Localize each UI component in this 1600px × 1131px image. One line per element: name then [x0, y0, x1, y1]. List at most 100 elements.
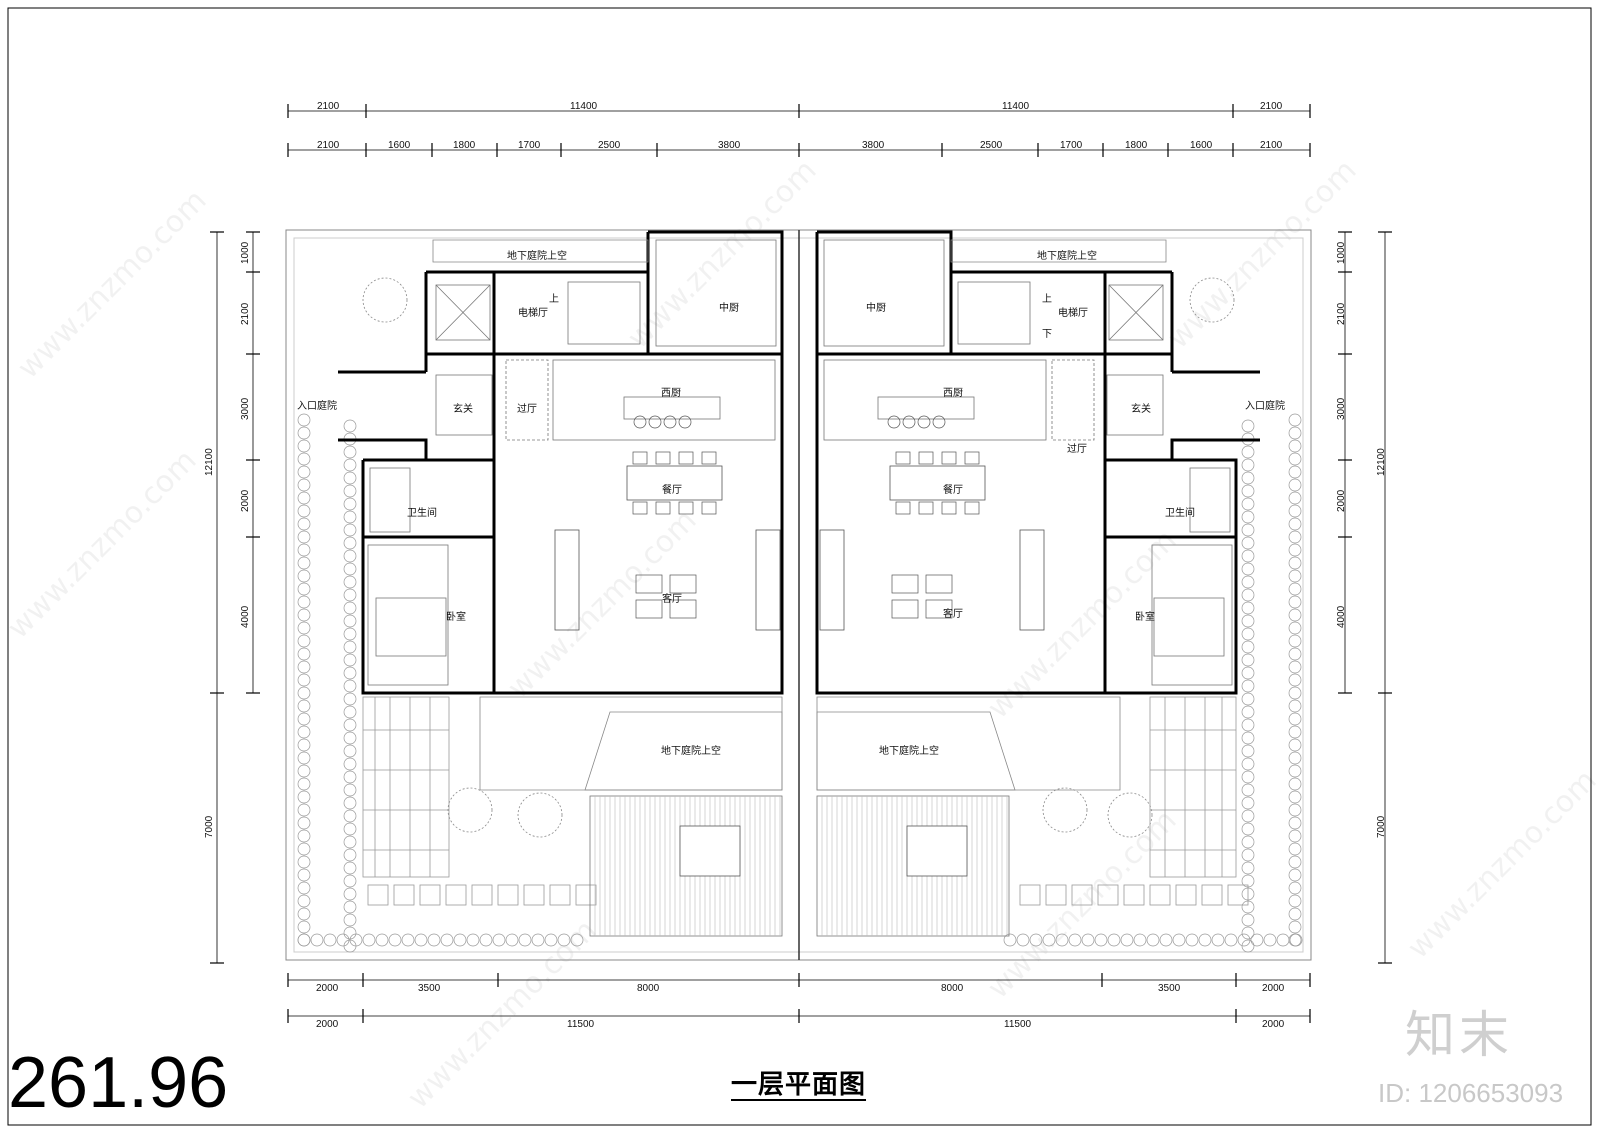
dim-top2-4: 1700 — [518, 140, 541, 151]
shrub — [297, 465, 311, 479]
shrub — [1224, 933, 1238, 947]
label-corridor-right: 过厅 — [1067, 442, 1087, 455]
shrub — [1241, 861, 1255, 875]
shrub — [1288, 712, 1302, 726]
shrub — [297, 894, 311, 908]
dining-chair — [632, 451, 648, 465]
shrub — [1288, 517, 1302, 531]
shrub — [1288, 556, 1302, 570]
shrub — [297, 699, 311, 713]
shrub — [1237, 933, 1251, 947]
shrub — [343, 731, 357, 745]
dim-right-2: 2100 — [1336, 302, 1347, 325]
shrub — [343, 445, 357, 459]
shrub — [1250, 933, 1264, 947]
bar-stool — [887, 415, 901, 429]
shrub — [1198, 933, 1212, 947]
dim-top2-5: 2500 — [598, 140, 621, 151]
shrub — [1241, 835, 1255, 849]
dim-left-5: 4000 — [240, 605, 251, 628]
label-western-kitchen-left: 西厨 — [661, 387, 681, 399]
shrub — [375, 933, 389, 947]
label-elevator-hall-left: 电梯厅 — [518, 306, 548, 319]
shrub — [1288, 842, 1302, 856]
shrub — [343, 653, 357, 667]
shrub — [297, 504, 311, 518]
shrub — [343, 640, 357, 654]
shrub — [297, 556, 311, 570]
label-elevator-hall-right: 电梯厅 — [1058, 306, 1088, 319]
dim-bot-2: 3500 — [418, 983, 441, 994]
stepping-stone — [445, 884, 467, 906]
dining-chair — [701, 451, 717, 465]
dim-bot-6: 2000 — [1262, 983, 1285, 994]
shrub — [1107, 933, 1121, 947]
shrub — [297, 829, 311, 843]
shrub — [297, 426, 311, 440]
tree — [362, 277, 408, 323]
shrub — [531, 933, 545, 947]
shrub — [343, 601, 357, 615]
shrub — [1288, 894, 1302, 908]
dim-top2-6: 3800 — [718, 140, 741, 151]
stepping-stone — [1227, 884, 1249, 906]
shrub — [297, 725, 311, 739]
shrub — [297, 491, 311, 505]
shrub — [1241, 601, 1255, 615]
dim-right-5: 4000 — [1336, 605, 1347, 628]
shrub — [1288, 504, 1302, 518]
shrub — [1241, 822, 1255, 836]
shrub — [1276, 933, 1290, 947]
site-boundary — [285, 229, 1312, 961]
label-chinese-kitchen-right: 中厨 — [866, 301, 886, 314]
basement-voids — [432, 239, 1167, 791]
shrub — [297, 842, 311, 856]
dim-right-1: 1000 — [1336, 241, 1347, 264]
shrub — [1288, 673, 1302, 687]
shrub — [1016, 933, 1030, 947]
stepping-stones — [367, 884, 1249, 906]
shrub — [1288, 439, 1302, 453]
shrub — [297, 816, 311, 830]
shrub — [1288, 868, 1302, 882]
dimension-labels: 2100 11400 11400 2100 2100 1600 1800 170… — [204, 101, 1387, 1030]
coffee-table — [669, 574, 697, 594]
shrub — [343, 809, 357, 823]
shrub — [544, 933, 558, 947]
shrub — [343, 705, 357, 719]
shrub — [1288, 595, 1302, 609]
dim-top2-3: 1800 — [453, 140, 476, 151]
shrub — [323, 933, 337, 947]
dining-chair — [918, 451, 934, 465]
shrub — [1241, 445, 1255, 459]
shrub — [1288, 738, 1302, 752]
shrub — [297, 855, 311, 869]
shrub — [1288, 452, 1302, 466]
shrub — [414, 933, 428, 947]
wood-decks — [589, 795, 1010, 937]
shrub — [297, 530, 311, 544]
shrub — [1241, 627, 1255, 641]
shrub — [343, 562, 357, 576]
shrub — [1241, 809, 1255, 823]
shrub — [1146, 933, 1160, 947]
coffee-table — [891, 599, 919, 619]
dim-top2-1: 2100 — [317, 140, 340, 151]
dim-right-total: 12100 — [1376, 448, 1387, 476]
shrub — [297, 751, 311, 765]
shrub — [343, 484, 357, 498]
shrub — [1241, 497, 1255, 511]
tree — [517, 792, 563, 838]
shrub — [362, 933, 376, 947]
shrub — [343, 458, 357, 472]
shrub — [1241, 419, 1255, 433]
label-foyer-right: 玄关 — [1131, 402, 1151, 415]
dining-chair — [678, 501, 694, 515]
dim-top2-12: 2100 — [1260, 140, 1283, 151]
shrub — [505, 933, 519, 947]
stepping-stone — [497, 884, 519, 906]
dining-chair — [678, 451, 694, 465]
shrub — [343, 666, 357, 680]
coffee-table — [635, 574, 663, 594]
